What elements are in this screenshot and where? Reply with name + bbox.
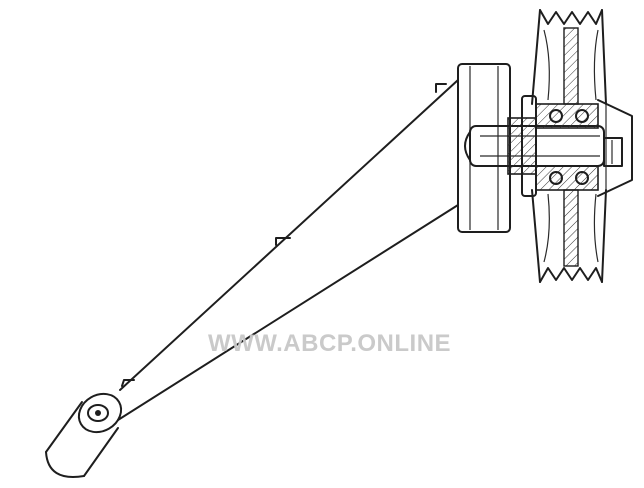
pivot-bushing xyxy=(45,392,123,478)
grooved-pulley xyxy=(521,9,607,283)
tensioner-arm xyxy=(117,79,459,421)
pulley-bearing xyxy=(535,103,599,191)
hub-cover xyxy=(597,99,633,197)
